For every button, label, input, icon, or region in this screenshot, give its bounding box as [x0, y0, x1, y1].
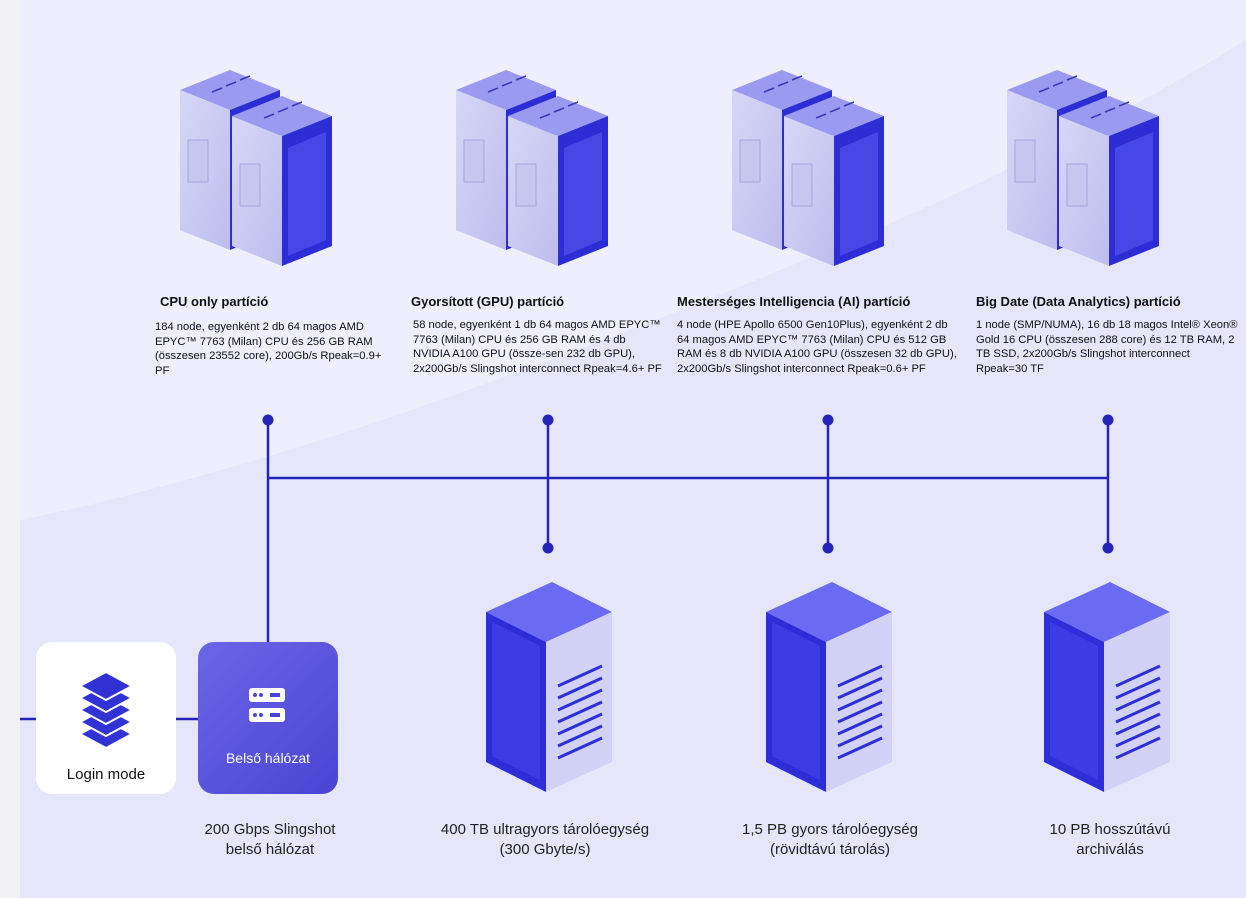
- connector-dot: [1102, 542, 1114, 554]
- connector-dot: [822, 414, 834, 426]
- network-card-label: Belső hálózat: [225, 750, 311, 766]
- storage-caption-fast: 1,5 PB gyors tárolóegység (rövidtávú tár…: [700, 820, 960, 860]
- partition-desc-gpu: 58 node, egyenként 1 db 64 magos AMD EPY…: [413, 319, 662, 375]
- partition-title-bigdata: Big Date (Data Analytics) partíció: [976, 294, 1181, 309]
- storage-caption-ultrafast: 400 TB ultragyors tárolóegység (300 Gbyt…: [400, 820, 690, 860]
- partition-title-gpu: Gyorsított (GPU) partíció: [411, 294, 565, 309]
- connector-dot: [262, 414, 274, 426]
- network-caption: 200 Gbps Slingshot belső hálózat: [170, 820, 370, 860]
- storage-caption-line2: archiválás: [1076, 841, 1144, 858]
- connector-dot: [822, 542, 834, 554]
- connector-dot: [1102, 414, 1114, 426]
- network-device-icon: [249, 688, 285, 722]
- login-node-card[interactable]: Login mode: [36, 642, 176, 794]
- server-pair-icon: [455, 69, 609, 267]
- storage-caption-archive: 10 PB hosszútávú archiválás: [990, 820, 1230, 860]
- server-pair-icon: [180, 70, 332, 266]
- server-pair-icon: [731, 69, 885, 267]
- partition-title-cpu: CPU only partíció: [160, 294, 269, 309]
- layered-stack-icon: [78, 670, 134, 750]
- login-label: Login mode: [66, 766, 146, 783]
- storage-caption-line1: 10 PB hosszútávú: [1049, 821, 1171, 838]
- storage-caption-line1: 400 TB ultragyors tárolóegység: [440, 821, 650, 838]
- storage-rack-icon: [764, 580, 894, 794]
- storage-caption-line2: (rövidtávú tárolás): [769, 841, 891, 858]
- partition-title-ai: Mesterséges Intelligencia (AI) partíció: [677, 294, 911, 309]
- partition-desc-ai: 4 node (HPE Apollo 6500 Gen10Plus), egye…: [677, 319, 957, 375]
- storage-rack-icon: [486, 582, 612, 792]
- partition-desc-cpu: 184 node, egyenként 2 db 64 magos AMD EP…: [155, 321, 382, 377]
- network-caption-line2: belső hálózat: [225, 841, 315, 858]
- connector-dot: [542, 542, 554, 554]
- partition-desc-bigdata: 1 node (SMP/NUMA), 16 db 18 magos Intel®…: [976, 319, 1238, 375]
- server-pair-icon: [1006, 69, 1160, 267]
- network-caption-line1: 200 Gbps Slingshot: [204, 821, 336, 838]
- storage-rack-icon: [1042, 580, 1172, 794]
- storage-caption-line1: 1,5 PB gyors tárolóegység: [742, 821, 918, 838]
- internal-network-card[interactable]: Belső hálózat: [198, 642, 338, 794]
- connector-dot: [542, 414, 554, 426]
- storage-caption-line2: (300 Gbyte/s): [499, 841, 591, 858]
